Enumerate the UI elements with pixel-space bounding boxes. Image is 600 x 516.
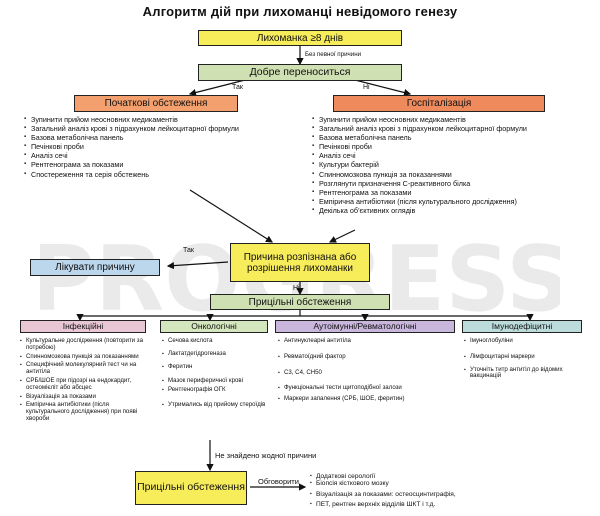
list-item: Мазок периферичної крові bbox=[162, 378, 272, 385]
list-item: Сечова кислота bbox=[162, 337, 272, 345]
infectious-list: Культуральне дослідження (повторити за п… bbox=[20, 337, 146, 425]
list-item: Рентгенограма за показами bbox=[312, 188, 534, 197]
list-item: Візуалізація за показами: остеосцинтигра… bbox=[310, 491, 590, 499]
targeted-tests-box-2: Прицільні обстеження bbox=[135, 471, 247, 505]
list-item: Функціональні тести щитоподібної залози bbox=[278, 385, 456, 392]
list-item: Рентгенографія ОГК bbox=[162, 386, 272, 394]
oncologic-list: Сечова кислота Лактатдегідрогеназа Ферит… bbox=[162, 337, 272, 411]
list-item: Ревматоїдний фактор bbox=[278, 353, 456, 361]
list-item: Біопсія кісткового мозку bbox=[310, 480, 590, 488]
yes-label-1: Так bbox=[232, 84, 243, 91]
list-item: Загальний аналіз крові з підрахунком лей… bbox=[312, 124, 534, 133]
treat-cause-box: Лікувати причину bbox=[30, 259, 160, 276]
list-item: Загальний аналіз крові з підрахунком лей… bbox=[24, 124, 241, 133]
autoimmune-list: Антинуклеарні антитіла Ревматоїдний факт… bbox=[278, 337, 456, 405]
discuss-list: Додаткові серології Біопсія кісткового м… bbox=[310, 473, 590, 511]
list-item: Аналіз сечі bbox=[24, 151, 241, 160]
list-item: Спостереження та серія обстежень bbox=[24, 170, 241, 179]
category-immunodeficiency: Імунодефіцитні bbox=[462, 320, 582, 333]
list-item: Емпірична антибіотики (після культуральн… bbox=[20, 401, 146, 422]
targeted-tests-label-2: Прицільні обстеження bbox=[137, 481, 245, 494]
hospitalization-list: Зупинити прийом неосновних медикаментів … bbox=[312, 115, 534, 215]
list-item: Додаткові серології bbox=[310, 473, 590, 481]
category-label: Онкологічні bbox=[191, 320, 237, 331]
fever-label: Лихоманка ≥8 днів bbox=[256, 32, 344, 44]
fever-box: Лихоманка ≥8 днів bbox=[198, 30, 402, 46]
page-title: Алгоритм дій при лихоманці невідомого ге… bbox=[142, 4, 458, 19]
list-item: Базова метаболічна панель bbox=[312, 133, 534, 142]
list-item: Культуральне дослідження (повторити за п… bbox=[20, 337, 146, 352]
list-item: Базова метаболічна панель bbox=[24, 133, 241, 142]
tolerates-box: Добре переноситься bbox=[198, 64, 402, 81]
list-item: Антинуклеарні антитіла bbox=[278, 337, 456, 345]
no-label-2: Ні bbox=[293, 285, 300, 292]
list-item: Спинномозкова пункція за показаннями bbox=[20, 353, 146, 361]
discuss-label: Обговорити bbox=[258, 477, 299, 486]
list-item: Маркери запалення (СРБ, ШОЕ, феритин) bbox=[278, 395, 456, 403]
category-label: Імунодефіцитні bbox=[491, 320, 553, 331]
list-item: Печінкові проби bbox=[312, 142, 534, 151]
targeted-tests-label: Прицільні обстеження bbox=[248, 296, 352, 308]
no-label-1: Ні bbox=[363, 84, 370, 91]
yes-label-2: Так bbox=[183, 247, 194, 254]
list-item: Специфічний молекулярний тест чи на анти… bbox=[20, 362, 146, 376]
list-item: ПЕТ, рентген верхніх відділів ШКТ і т.д. bbox=[310, 501, 590, 509]
list-item: СРБ/ШОЕ при підозрі на ендокардит, остео… bbox=[20, 377, 146, 392]
category-label: Аутоімунні/Ревматологічні bbox=[313, 320, 417, 331]
hospitalization-label: Госпіталізація bbox=[406, 98, 472, 109]
cause-found-box: Причина розпізнана або розрішення лихома… bbox=[230, 243, 370, 282]
category-autoimmune: Аутоімунні/Ревматологічні bbox=[275, 320, 455, 333]
list-item: Зупинити прийом неосновних медикаментів bbox=[312, 115, 534, 124]
list-item: Розглянути призначення С-реактивного біл… bbox=[312, 179, 534, 188]
list-item: Візуалізація за показами bbox=[20, 393, 146, 401]
cause-found-label: Причина розпізнана або розрішення лихома… bbox=[243, 251, 357, 274]
list-item: Спинномозкова пункція за показаннями bbox=[312, 170, 534, 179]
immunodeficiency-list: Імуноглобуліни Лімфоцитарні маркери Уточ… bbox=[464, 337, 584, 382]
list-item: Культури бактерій bbox=[312, 160, 534, 169]
tolerates-label: Добре переноситься bbox=[249, 65, 351, 78]
list-item: Емпірична антибіотики (після культуральн… bbox=[312, 197, 534, 206]
list-item: Печінкові проби bbox=[24, 142, 241, 151]
list-item: Уточніть титр антитіл до відомих вакцина… bbox=[464, 366, 584, 381]
initial-tests-list: Зупинити прийом неосновних медикаментів … bbox=[24, 115, 241, 179]
treat-cause-label: Лікувати причину bbox=[55, 262, 135, 273]
list-item: Феритин bbox=[162, 363, 272, 371]
list-item: Аналіз сечі bbox=[312, 151, 534, 160]
list-item: Зупинити прийом неосновних медикаментів bbox=[24, 115, 241, 124]
targeted-tests-box: Прицільні обстеження bbox=[210, 294, 390, 310]
list-item: Рентгенограма за показами bbox=[24, 160, 241, 169]
no-cause-label: Не знайдено жодної причини bbox=[215, 451, 317, 460]
list-item: Лімфоцитарні маркери bbox=[464, 353, 584, 361]
no-focus-label: Без певної причини bbox=[305, 51, 362, 58]
hospitalization-box: Госпіталізація bbox=[333, 95, 545, 112]
list-item: Утримались від прийому стероїдів bbox=[162, 401, 272, 409]
initial-tests-label: Початкові обстеження bbox=[104, 98, 208, 109]
list-item: Декілька об’єктивних оглядів bbox=[312, 206, 534, 215]
category-label: Інфекційні bbox=[62, 320, 104, 331]
list-item: Імуноглобуліни bbox=[464, 337, 584, 345]
category-oncologic: Онкологічні bbox=[160, 320, 268, 333]
initial-tests-box: Початкові обстеження bbox=[74, 95, 238, 112]
list-item: С3, С4, СН50 bbox=[278, 369, 456, 377]
category-infectious: Інфекційні bbox=[20, 320, 146, 333]
list-item: Лактатдегідрогеназа bbox=[162, 350, 272, 358]
